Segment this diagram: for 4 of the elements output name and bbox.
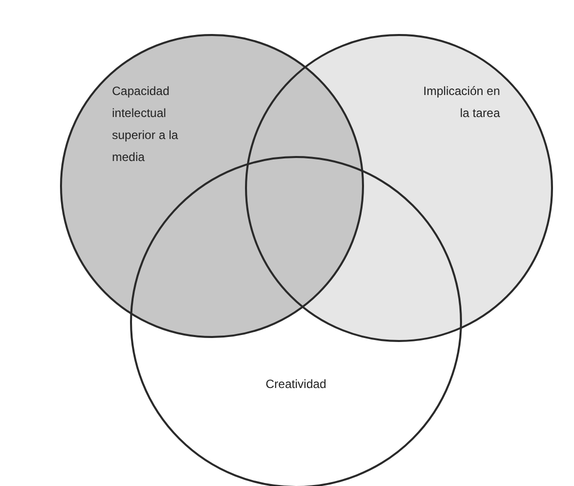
circle-label: Capacidad intelectual superior a la media <box>112 83 180 166</box>
circle-label: Creatividad <box>264 376 328 393</box>
circle-label: Implicación en la tarea <box>422 83 500 122</box>
venn-circle <box>60 34 364 338</box>
